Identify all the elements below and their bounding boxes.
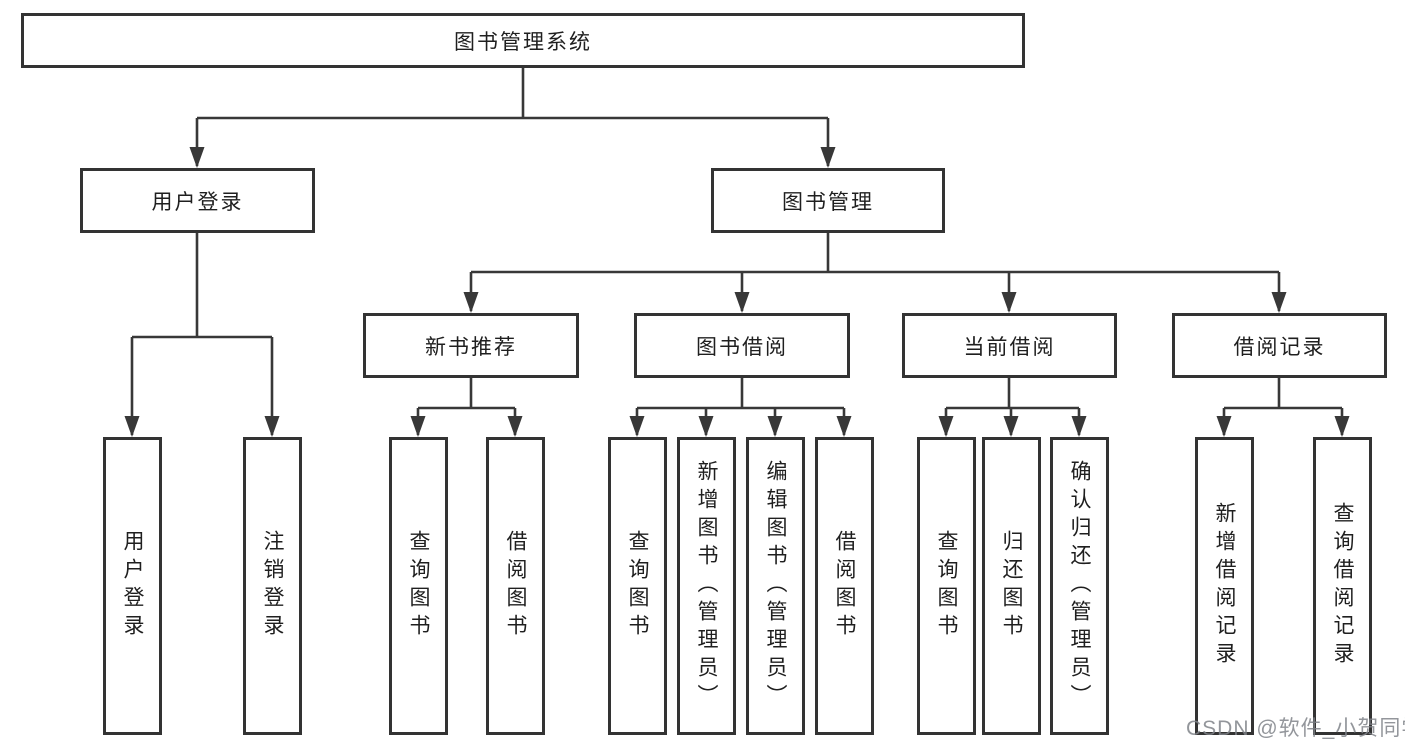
leaf-label: 查询图书 — [935, 530, 958, 642]
leaf-user-login: 用户登录 — [103, 437, 162, 735]
leaf-label: 借阅图书 — [833, 530, 856, 642]
node-book-management-system: 图书管理系统 — [21, 13, 1025, 68]
leaf-label: 确认归还（管理员） — [1068, 460, 1091, 712]
node-user-login: 用户登录 — [80, 168, 315, 233]
leaf-add-borrow-record: 新增借阅记录 — [1195, 437, 1254, 735]
node-book-borrowing: 图书借阅 — [634, 313, 850, 378]
leaf-label: 借阅图书 — [504, 530, 527, 642]
leaf-confirm-return-admin: 确认归还（管理员） — [1050, 437, 1109, 735]
leaf-label: 编辑图书（管理员） — [764, 460, 787, 712]
leaf-borrow-books-recommend: 借阅图书 — [486, 437, 545, 735]
leaf-return-book: 归还图书 — [982, 437, 1041, 735]
leaf-logout: 注销登录 — [243, 437, 302, 735]
node-borrowing-records: 借阅记录 — [1172, 313, 1387, 378]
leaf-query-books-recommend: 查询图书 — [389, 437, 448, 735]
leaf-label: 用户登录 — [121, 530, 144, 642]
leaf-query-books-borrowing: 查询图书 — [608, 437, 667, 735]
leaf-borrow-books-borrowing: 借阅图书 — [815, 437, 874, 735]
leaf-add-book-admin: 新增图书（管理员） — [677, 437, 736, 735]
node-new-book-recommendation: 新书推荐 — [363, 313, 579, 378]
leaf-label: 查询借阅记录 — [1331, 502, 1354, 670]
leaf-label: 查询图书 — [407, 530, 430, 642]
leaf-label: 新增借阅记录 — [1213, 502, 1236, 670]
leaf-label: 查询图书 — [626, 530, 649, 642]
leaf-label: 注销登录 — [261, 530, 284, 642]
leaf-label: 新增图书（管理员） — [695, 460, 718, 712]
node-current-borrowing: 当前借阅 — [902, 313, 1117, 378]
leaf-edit-book-admin: 编辑图书（管理员） — [746, 437, 805, 735]
leaf-query-books-current: 查询图书 — [917, 437, 976, 735]
leaf-query-borrow-record: 查询借阅记录 — [1313, 437, 1372, 735]
node-book-management: 图书管理 — [711, 168, 945, 233]
watermark-text: CSDN @软件_小贺同学 — [1186, 717, 1405, 740]
leaf-label: 归还图书 — [1000, 530, 1023, 642]
